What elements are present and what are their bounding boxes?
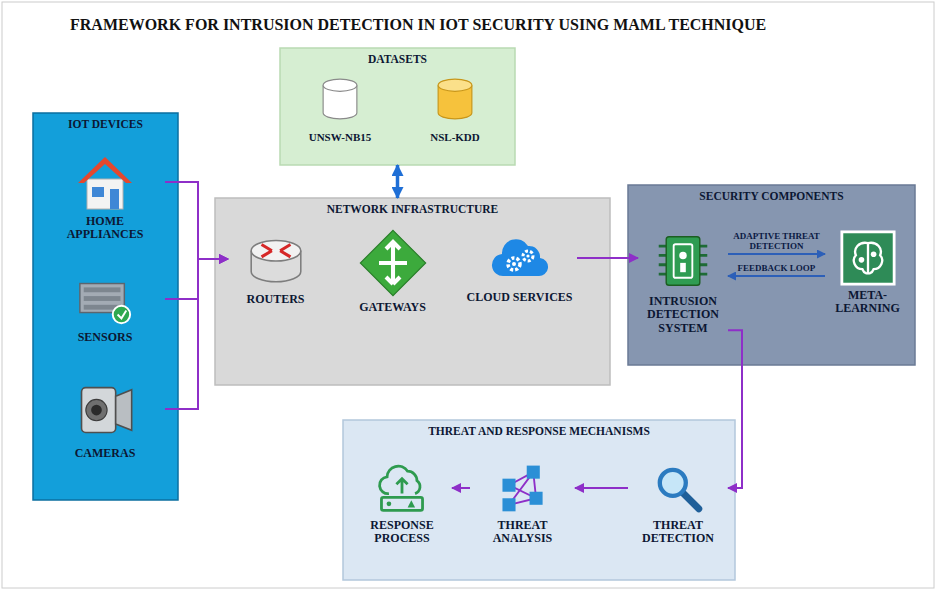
response-panel: THREAT AND RESPONSE MECHANISMS RESPONSE P… bbox=[343, 420, 735, 580]
network-box: ROUTERS bbox=[228, 226, 323, 309]
node-icon-shape bbox=[80, 284, 130, 324]
node-icon-shape bbox=[380, 466, 423, 510]
connector bbox=[452, 487, 470, 489]
node-label: CLOUD SERVICES bbox=[467, 291, 573, 304]
node-label: CAMERAS bbox=[75, 447, 136, 460]
node-icon-shape bbox=[841, 232, 893, 284]
connector bbox=[165, 182, 228, 259]
security-box: INTRUSION DETECTION SYSTEM bbox=[638, 228, 728, 338]
response-box: RESPONSE PROCESS bbox=[352, 458, 452, 549]
node-icon bbox=[317, 70, 363, 128]
node-icon bbox=[358, 228, 428, 298]
node-label: UNSW-NB15 bbox=[309, 131, 372, 143]
connector bbox=[728, 275, 825, 277]
node-icon bbox=[73, 152, 137, 212]
connector bbox=[396, 165, 400, 198]
node-label: INTRUSION DETECTION SYSTEM bbox=[640, 295, 726, 335]
panel-heading: THREAT AND RESPONSE MECHANISMS bbox=[343, 425, 735, 438]
connector bbox=[165, 259, 228, 299]
node-icon-shape bbox=[251, 240, 301, 281]
database-icon: UNSW-NB15 bbox=[290, 68, 390, 146]
device-box: CAMERAS bbox=[45, 372, 165, 463]
node-icon bbox=[73, 374, 137, 444]
device-box: SENSORS bbox=[45, 268, 165, 347]
panel-fill bbox=[215, 198, 610, 385]
connector bbox=[575, 487, 628, 489]
network-panel: NETWORK INFRASTRUCTURE ROUTERS GATEWAYS CLO… bbox=[215, 198, 610, 385]
node-label: RESPONSE PROCESS bbox=[354, 519, 450, 546]
node-icon-shape bbox=[360, 230, 425, 295]
security-box: META-LEARNING bbox=[825, 228, 910, 319]
network-box: GATEWAYS bbox=[340, 226, 445, 317]
panel-fill bbox=[343, 420, 735, 580]
panel-heading: NETWORK INFRASTRUCTURE bbox=[215, 203, 610, 216]
node-label: ROUTERS bbox=[246, 293, 304, 306]
node-label: HOME APPLIANCES bbox=[47, 215, 163, 242]
node-icon-shape bbox=[660, 470, 699, 509]
node-icon bbox=[840, 230, 896, 286]
panel-heading: IOT DEVICES bbox=[33, 118, 178, 131]
network-box: CLOUD SERVICES bbox=[462, 226, 577, 307]
node-label: GATEWAYS bbox=[359, 301, 426, 314]
security-panel: SECURITY COMPONENTS INTRUSION DETECTION S… bbox=[628, 185, 915, 365]
node-icon bbox=[652, 460, 704, 516]
device-panel: IOT DEVICES HOME APPLIANCES SENSORS CAMERAS bbox=[33, 113, 178, 500]
node-icon-shape bbox=[323, 79, 357, 119]
panel-fill bbox=[33, 113, 178, 500]
node-icon bbox=[483, 228, 557, 288]
node-icon-shape bbox=[82, 388, 132, 433]
panel-fill bbox=[280, 48, 515, 165]
node-icon bbox=[73, 270, 137, 328]
node-icon-shape bbox=[78, 157, 132, 209]
panel-heading: SECURITY COMPONENTS bbox=[628, 190, 915, 203]
edge-label: FEEDBACK LOOP bbox=[730, 263, 824, 273]
node-label: NSL-KDD bbox=[430, 131, 480, 143]
node-label: THREAT ANALYSIS bbox=[472, 519, 573, 546]
connector bbox=[728, 330, 742, 488]
node-icon bbox=[495, 460, 551, 516]
node-icon bbox=[432, 70, 478, 128]
edge-label: ADAPTIVE THREAT DETECTION bbox=[730, 231, 824, 251]
panel-fill bbox=[628, 185, 915, 365]
response-box: THREAT ANALYSIS bbox=[470, 458, 575, 549]
diagram-title: FRAMEWORK FOR INTRUSION DETECTION IN IOT… bbox=[70, 16, 766, 34]
response-box: THREAT DETECTION bbox=[628, 458, 728, 549]
node-icon bbox=[374, 460, 430, 516]
device-box: HOME APPLIANCES bbox=[45, 150, 165, 245]
node-icon-shape bbox=[502, 466, 542, 512]
dataset-panel: DATASETS UNSW-NB15 NSL-KDD bbox=[280, 48, 515, 165]
node-icon-shape bbox=[438, 79, 472, 119]
connector bbox=[165, 259, 228, 409]
node-icon bbox=[241, 228, 311, 290]
connector bbox=[728, 253, 825, 255]
node-label: THREAT DETECTION bbox=[630, 519, 726, 546]
database-icon: NSL-KDD bbox=[405, 68, 505, 146]
node-label: SENSORS bbox=[78, 331, 133, 344]
node-label: META-LEARNING bbox=[827, 289, 908, 316]
node-icon-shape bbox=[659, 237, 708, 286]
node-icon bbox=[655, 230, 711, 292]
node-icon-shape bbox=[491, 239, 547, 276]
panel-heading: DATASETS bbox=[280, 53, 515, 66]
connector bbox=[577, 257, 638, 259]
